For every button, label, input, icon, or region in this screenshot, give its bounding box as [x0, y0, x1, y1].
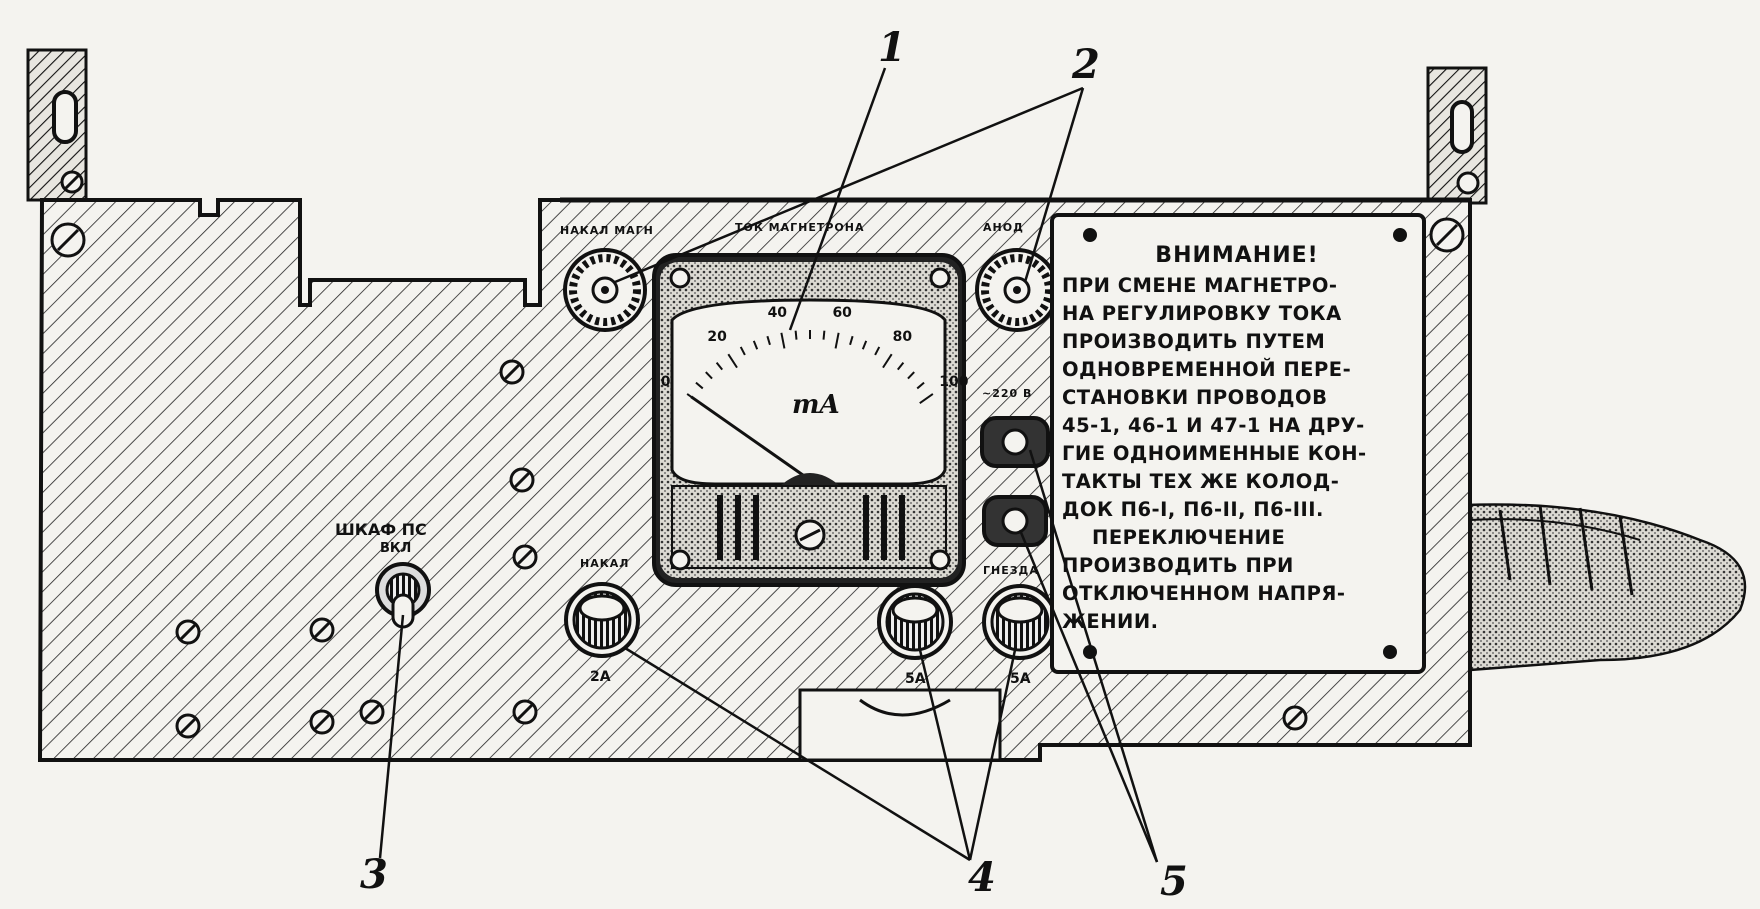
meter-tick [882, 353, 893, 369]
meter-tick [834, 332, 840, 349]
fuse-holder-mid[interactable] [877, 584, 953, 660]
cabinet-ps-label-line1: ШКАФ ПС [335, 520, 427, 539]
magnetron-current-meter [652, 253, 966, 587]
anode-label: АНОД [983, 221, 1024, 234]
meter-tick [715, 361, 724, 371]
warning-plate [1050, 213, 1426, 674]
leader-lines [378, 67, 1159, 863]
meter-tick [916, 381, 925, 390]
filament-magnetron-knob[interactable] [563, 248, 647, 332]
meter-tick-label: 20 [707, 329, 727, 346]
warning-notice: ВНИМАНИЕ! ПРИ СМЕНЕ МАГНЕТРО- НА РЕГУЛИР… [1062, 242, 1412, 636]
notice-line: ТАКТЫ ТЕХ ЖЕ КОЛОД- [1062, 470, 1340, 493]
cabinet-ps-toggle[interactable] [375, 562, 431, 629]
meter-tick-label: 60 [832, 305, 852, 322]
right-bracket [1426, 66, 1488, 205]
notice-line: ОТКЛЮЧЕННОМ НАПРЯ- [1062, 582, 1346, 605]
meter-tick [705, 371, 713, 380]
meter-tick [727, 353, 738, 369]
meter-tick-label: 100 [939, 374, 969, 391]
notice-line: ПРОИЗВОДИТЬ ПУТЕМ [1062, 330, 1326, 353]
panel-screws [50, 217, 1465, 739]
meter-tick-label: 80 [892, 329, 913, 346]
meter-unit: mA [792, 390, 840, 420]
fuse-holder-right[interactable] [982, 584, 1058, 660]
socket-lower[interactable] [982, 495, 1048, 547]
notice-line: ДОК П6-I, П6-II, П6-III. [1062, 498, 1324, 521]
callout-4: 4 [968, 854, 996, 901]
sockets-label: ГНЕЗДА [983, 564, 1039, 577]
cabinet-ps-label-line2: ВКЛ [380, 541, 412, 556]
notice-line: СТАНОВКИ ПРОВОДОВ [1062, 386, 1328, 409]
meter-needle [690, 395, 811, 482]
filament-magnetron-label: НАКАЛ МАГН [560, 224, 654, 237]
meter-tick [794, 330, 798, 340]
meter-tick-label: 0 [660, 374, 671, 391]
callout-5: 5 [1160, 858, 1188, 905]
meter-tick [766, 335, 771, 346]
meter-tick [919, 393, 934, 404]
meter-tick [874, 346, 881, 356]
notice-line: ПРОИЗВОДИТЬ ПРИ [1062, 554, 1294, 577]
notice-title: ВНИМАНИЕ! [1155, 243, 1319, 268]
meter-tick [739, 346, 746, 356]
fuse-holder-left[interactable] [564, 582, 640, 658]
meter-tick [849, 335, 854, 346]
filament-label: НАКАЛ [580, 557, 630, 570]
meter-tick [822, 330, 826, 340]
fuse-left-rating: 2А [590, 669, 611, 685]
notice-line: ПРИ СМЕНЕ МАГНЕТРО- [1062, 274, 1338, 297]
callout-2: 2 [1072, 41, 1100, 88]
callout-1: 1 [878, 24, 906, 71]
magnetron-current-label: ТОК МАГНЕТРОНА [735, 221, 865, 234]
socket-upper[interactable] [980, 416, 1050, 468]
meter-tick-label: 40 [767, 305, 788, 322]
notice-line: 45-1, 46-1 И 47-1 НА ДРУ- [1062, 414, 1365, 437]
meter-tick [861, 340, 868, 350]
meter-tick [752, 340, 759, 350]
meter-tick [896, 361, 905, 371]
left-bracket [26, 48, 88, 202]
meter-dial-face [670, 298, 947, 486]
meter-tick [695, 381, 704, 390]
notice-line: ПЕРЕКЛЮЧЕНИЕ [1092, 526, 1286, 549]
cable-bundle [1463, 503, 1747, 672]
fuse-mid-rating: 5А [905, 671, 926, 687]
notice-line: ЖЕНИИ. [1062, 610, 1159, 633]
callout-3: 3 [360, 851, 388, 898]
notice-line: ГИЕ ОДНОИМЕННЫЕ КОН- [1062, 442, 1367, 465]
notice-line: НА РЕГУЛИРОВКУ ТОКА [1062, 302, 1342, 325]
anode-knob[interactable] [975, 248, 1059, 332]
fuse-right-rating: 5А [1010, 671, 1031, 687]
ac-voltage-label: ~220 В [982, 387, 1033, 400]
notice-line: ОДНОВРЕМЕННОЙ ПЕРЕ- [1062, 358, 1352, 381]
meter-tick [907, 371, 915, 380]
meter-tick [780, 332, 786, 349]
